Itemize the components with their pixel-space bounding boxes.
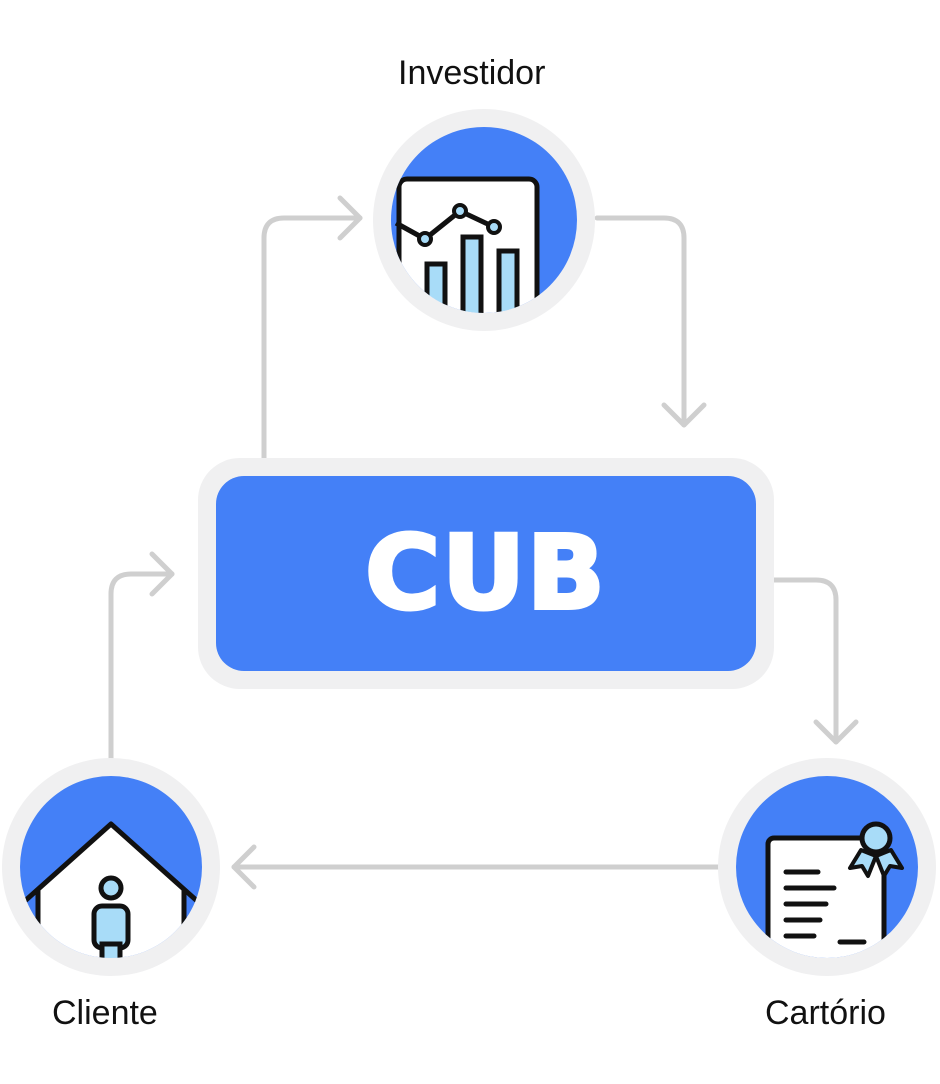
cartorio-node bbox=[718, 758, 936, 976]
arrowhead-investidor bbox=[337, 195, 363, 241]
cub-frame: CUB bbox=[198, 458, 774, 689]
cartorio-label: Cartório bbox=[765, 994, 886, 1032]
arrowhead-cliente bbox=[231, 844, 257, 890]
arrowhead-cub-top bbox=[661, 402, 707, 428]
connector-investidor-to-cub bbox=[594, 215, 687, 428]
cliente-label: Cliente bbox=[52, 994, 158, 1032]
chart-icon bbox=[394, 176, 540, 313]
connector-cub-to-investidor bbox=[261, 215, 363, 463]
arrowhead-cub-left bbox=[149, 551, 175, 597]
investidor-node bbox=[373, 109, 595, 331]
cliente-node bbox=[2, 758, 220, 976]
connector-cub-to-cartorio bbox=[771, 577, 839, 745]
cub-title: CUB bbox=[363, 513, 607, 633]
connector-cliente-to-cub bbox=[108, 571, 175, 761]
cub-box: CUB bbox=[216, 476, 756, 671]
arrowhead-cartorio bbox=[813, 719, 859, 745]
house-person-icon bbox=[23, 821, 199, 958]
certificate-icon bbox=[765, 821, 904, 958]
investidor-label: Investidor bbox=[398, 54, 546, 92]
